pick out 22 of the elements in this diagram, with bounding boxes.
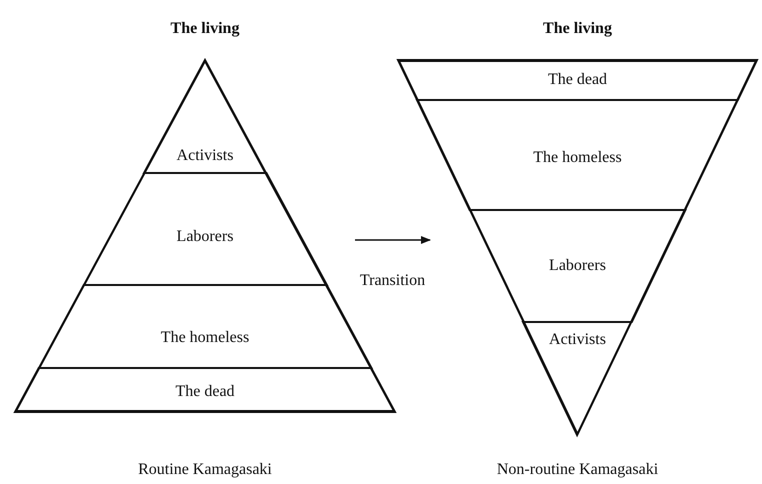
edge-label: Transition bbox=[360, 272, 426, 290]
pyramid-band bbox=[84, 173, 326, 285]
pyramid-band bbox=[144, 60, 266, 173]
pyramid-band bbox=[470, 210, 686, 322]
band-label: Laborers bbox=[176, 228, 234, 246]
pyramid-caption: Routine Kamagasaki bbox=[138, 461, 272, 479]
band-label: Activists bbox=[176, 147, 234, 165]
pyramid-band bbox=[523, 322, 632, 435]
band-label: The homeless bbox=[160, 329, 250, 347]
pyramid-band bbox=[15, 368, 395, 412]
arrow bbox=[355, 236, 431, 244]
pyramid-caption: Non-routine Kamagasaki bbox=[496, 461, 658, 479]
pyramid-band bbox=[38, 285, 372, 368]
pyramid-heading: The living bbox=[543, 20, 612, 38]
pyramid-band bbox=[398, 60, 757, 100]
band-label: The dead bbox=[175, 383, 235, 401]
band-label: The homeless bbox=[533, 149, 622, 167]
pyramid-band bbox=[417, 100, 738, 210]
band-label: The dead bbox=[548, 71, 608, 89]
band-label: Laborers bbox=[549, 257, 606, 275]
pyramid-heading: The living bbox=[170, 20, 240, 38]
band-label: Activists bbox=[549, 331, 606, 349]
